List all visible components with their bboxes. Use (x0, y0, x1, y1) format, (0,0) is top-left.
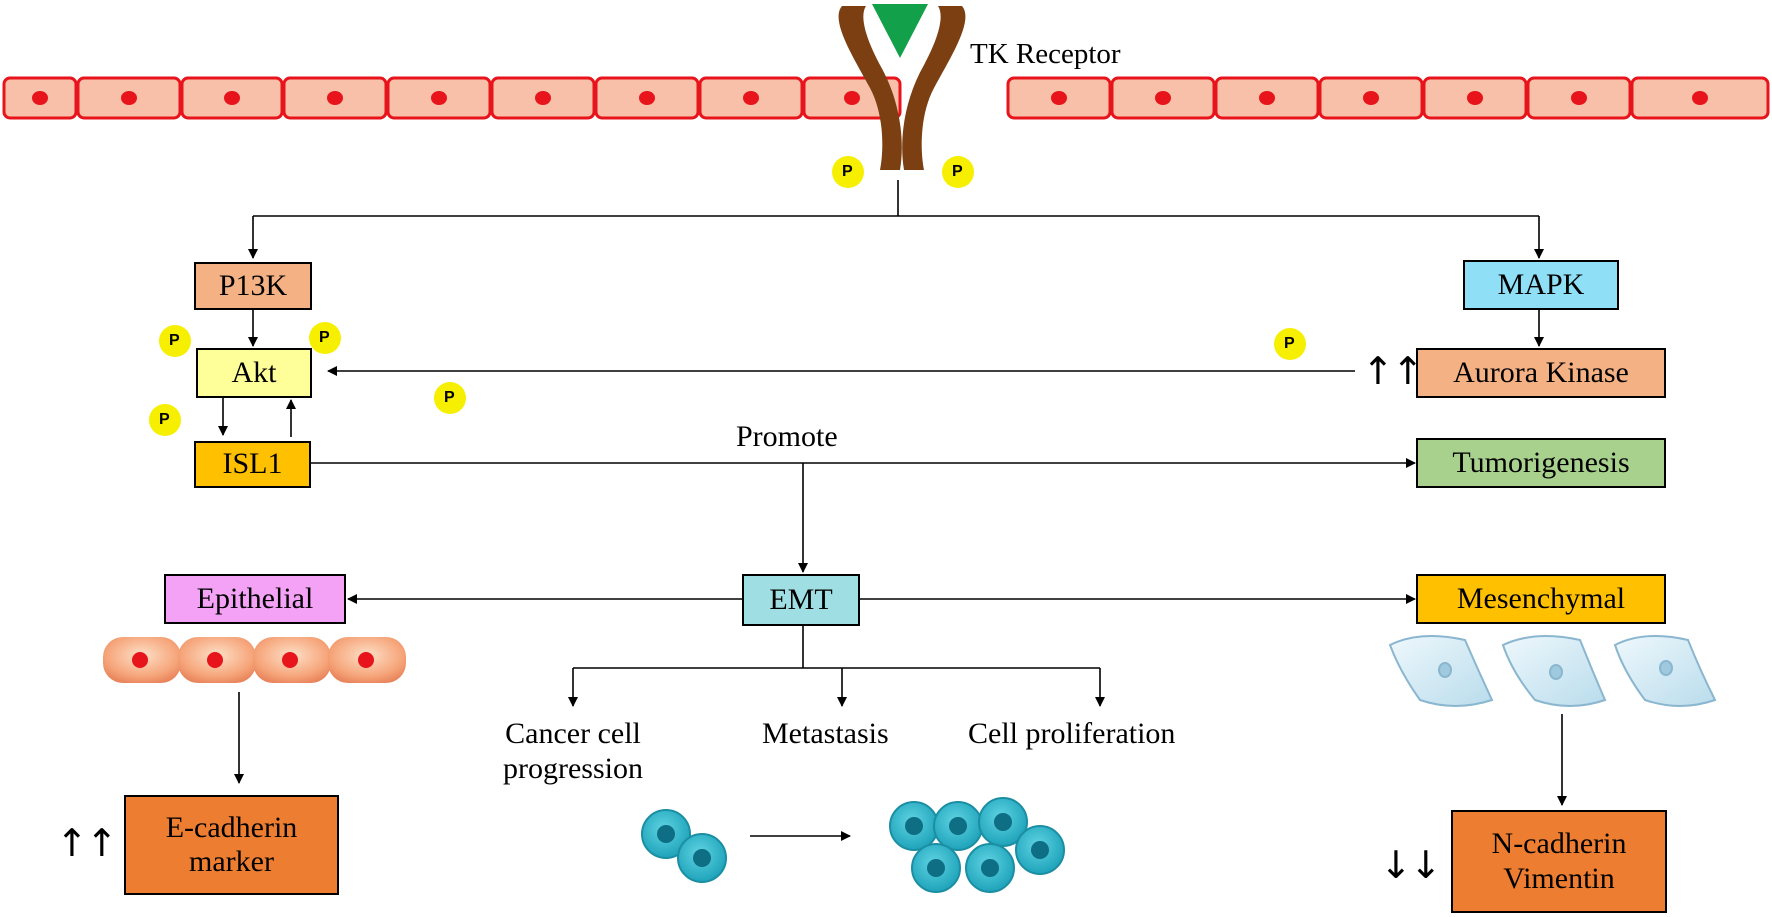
mesenchymal-node: Mesenchymal (1416, 574, 1666, 624)
akt-node: Akt (196, 348, 312, 398)
promote-label: Promote (736, 420, 838, 453)
e-cadherin-node: E-cadherin marker (124, 795, 339, 895)
receptor-right-arm (902, 6, 966, 170)
membrane-cell-nucleus (1155, 91, 1171, 105)
aurora-upregulation-arrows: ↑↑ (1362, 349, 1424, 393)
phospho-label-pi3k-right: P (319, 329, 330, 346)
e-cadherin-upregulation-arrows: ↑↑ (56, 821, 118, 865)
membrane-cell-nucleus (121, 91, 137, 105)
membrane-cell-nucleus (431, 91, 447, 105)
mesenchymal-label: Mesenchymal (1456, 581, 1626, 615)
membrane-cell-nucleus (32, 91, 48, 105)
cancer-cell-nuclei (657, 813, 1049, 877)
n-cadherin-label-line1: N-cadherin (1491, 827, 1627, 860)
tumorigenesis-label: Tumorigenesis (1452, 445, 1630, 479)
cancer-progression-line1: Cancer cell (505, 717, 641, 750)
isl1-node: ISL1 (194, 441, 311, 488)
emt-label: EMT (769, 582, 833, 616)
phospho-label-aurora: P (1284, 335, 1295, 352)
membrane-cell-nucleus (1259, 91, 1275, 105)
n-cadherin-label-line2: Vimentin (1503, 861, 1615, 895)
n-cadherin-node: N-cadherin Vimentin (1451, 810, 1667, 913)
phospho-markers (149, 156, 1306, 436)
ligand-triangle (872, 4, 928, 58)
membrane-cell-nucleus (844, 91, 860, 105)
e-cadherin-label-line1: E-cadherin (165, 810, 298, 844)
membrane-cell-nucleus (1571, 91, 1587, 105)
aurora-kinase-node: Aurora Kinase (1416, 348, 1666, 398)
receptor-left-arm (838, 6, 902, 170)
tk-receptor (838, 4, 966, 170)
membrane-cell-nucleus (1363, 91, 1379, 105)
cancer-progression-label: Cancer cell progression (478, 717, 668, 786)
phospho-label-receptor-left: P (842, 163, 853, 180)
mapk-node: MAPK (1463, 260, 1619, 310)
akt-label: Akt (231, 355, 277, 389)
membrane-cell-nucleus (327, 91, 343, 105)
phospho-label-pi3k-left: P (169, 332, 180, 349)
membrane-cell-nucleus (1051, 91, 1067, 105)
membrane-cell-nucleus (224, 91, 240, 105)
epithelial-node: Epithelial (164, 574, 346, 624)
membrane-cell-nucleus (1692, 91, 1708, 105)
receptor-label: TK Receptor (970, 38, 1121, 70)
pi3k-label: P13K (218, 268, 288, 302)
tumorigenesis-node: Tumorigenesis (1416, 438, 1666, 488)
membrane-cell-nucleus (743, 91, 759, 105)
aurora-kinase-label: Aurora Kinase (1453, 355, 1629, 389)
membrane-cell-nucleus (1467, 91, 1483, 105)
e-cadherin-label-line2: marker (189, 845, 274, 878)
emt-node: EMT (742, 574, 860, 626)
n-cadherin-downregulation-arrows: ↓↓ (1380, 843, 1442, 887)
connectors (218, 180, 1567, 841)
phospho-label-akt-center: P (444, 389, 455, 406)
membrane-cell-nucleus (639, 91, 655, 105)
pi3k-node: P13K (194, 262, 312, 310)
cell-membrane (2, 76, 1770, 120)
mapk-label: MAPK (1497, 267, 1585, 301)
epithelial-label: Epithelial (196, 581, 314, 615)
phospho-label-receptor-right: P (952, 163, 963, 180)
mesenchymal-cells (1388, 635, 1717, 707)
isl1-label: ISL1 (222, 447, 283, 481)
epithelial-cells (103, 637, 406, 683)
phospho-label-akt-left: P (159, 411, 170, 428)
cancer-cells (641, 797, 1065, 893)
cell-proliferation-label: Cell proliferation (968, 717, 1176, 750)
membrane-cell-nucleus (535, 91, 551, 105)
metastasis-label: Metastasis (762, 717, 889, 750)
cancer-progression-line2: progression (503, 751, 643, 785)
